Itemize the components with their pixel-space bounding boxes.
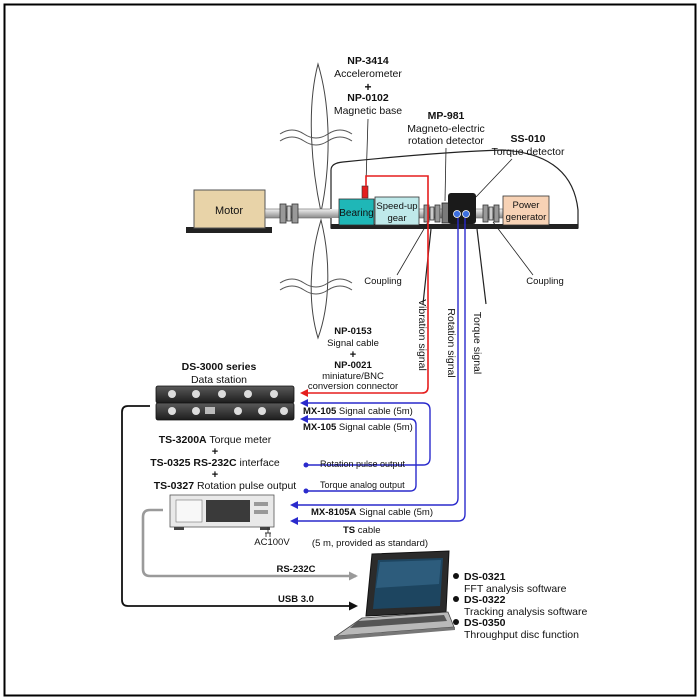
- usb-line: [121, 405, 358, 611]
- coupling-right-icon: [482, 204, 500, 223]
- accel-plus: +: [364, 80, 371, 94]
- mx105-cable-2: [300, 415, 417, 492]
- ss-leader: [475, 158, 513, 198]
- np-plus: +: [350, 349, 356, 361]
- mx105-cable-1: [300, 399, 431, 466]
- accelerometer-icon: [361, 185, 369, 199]
- sw3-bullet: [453, 619, 459, 625]
- torque-port-2: [462, 210, 470, 218]
- motor-base: [186, 227, 272, 233]
- usb-label: USB 3.0: [278, 594, 314, 605]
- mx105-2-label: MX-105 Signal cable (5m): [303, 422, 413, 433]
- torque-signal-label: Torque signal: [471, 312, 483, 374]
- sw3-desc: Throughput disc function: [464, 629, 579, 641]
- ds3000-model: DS-3000 series: [182, 361, 257, 373]
- meter-plus-2: +: [212, 469, 218, 481]
- rotation-signal-label: Rotation signal: [445, 308, 457, 377]
- coupling-left-leader: [396, 221, 429, 276]
- ts0325-label: TS-0325 RS-232C interface: [150, 457, 280, 469]
- mp-leader: [444, 147, 447, 202]
- rotation-signal-line: [290, 218, 459, 509]
- sw1-model: DS-0321: [464, 571, 506, 583]
- mp-model: MP-981: [428, 110, 465, 122]
- mp-desc-1: Magneto-electric: [407, 123, 485, 135]
- gear-label-line2: gear: [387, 213, 406, 224]
- ts0327-label: TS-0327 Rotation pulse output: [154, 480, 297, 492]
- tower-icon: [422, 228, 487, 305]
- ts-cable-desc: (5 m, provided as standard): [312, 538, 428, 549]
- vibration-signal-line: [300, 175, 429, 397]
- sw1-desc: FFT analysis software: [464, 583, 567, 595]
- np0021-model: NP-0021: [334, 360, 372, 371]
- accel-leader: [365, 118, 369, 184]
- gear-box: [374, 196, 420, 226]
- bearing-box: [338, 198, 375, 226]
- mx105-1-label: MX-105 Signal cable (5m): [303, 406, 413, 417]
- sw2-desc: Tracking analysis software: [464, 606, 587, 618]
- base-model: NP-0102: [347, 92, 389, 104]
- accel-desc: Accelerometer: [334, 68, 402, 80]
- propeller-icon: [279, 62, 353, 340]
- accel-model: NP-3414: [347, 55, 389, 67]
- rot-pulse-dot: [303, 462, 309, 468]
- ac-plug-icon: [265, 527, 271, 537]
- sw2-model: DS-0322: [464, 594, 506, 606]
- coupling-middle-icon: [423, 204, 441, 223]
- np0153-desc: Signal cable: [327, 338, 379, 349]
- base-desc: Magnetic base: [334, 105, 402, 117]
- laptop-icon: [334, 550, 455, 640]
- rot-pulse-label: Rotation pulse output: [320, 459, 406, 469]
- coupling-left-label: Coupling: [364, 276, 402, 287]
- ss-desc: Torque detector: [492, 146, 565, 158]
- np0153-model: NP-0153: [334, 326, 372, 337]
- sw1-bullet: [453, 573, 459, 579]
- torque-analog-dot: [303, 488, 309, 494]
- power-label-line2: generator: [506, 212, 547, 223]
- np0021-desc-a: miniature/BNC: [322, 371, 384, 382]
- torque-detector-icon: [448, 193, 476, 224]
- rotation-detector-icon: [441, 202, 450, 224]
- np0021-desc-b: conversion connector: [308, 381, 398, 392]
- inner-shaft: [330, 209, 340, 218]
- ts3200-label: TS-3200A Torque meter: [159, 434, 272, 446]
- vibration-signal-label: Vibration signal: [416, 299, 428, 371]
- mx8105-label: MX-8105A Signal cable (5m): [311, 507, 433, 518]
- power-generator-box: [502, 195, 550, 226]
- rs232c-label: RS-232C: [276, 564, 315, 575]
- coupling-left-icon: [279, 203, 299, 224]
- bearing-label: Bearing: [339, 208, 373, 219]
- nacelle-floor: [331, 224, 578, 229]
- gear-label-line1: Speed-up: [376, 201, 417, 212]
- data-station-icon: [155, 385, 295, 421]
- ss-model: SS-010: [510, 133, 545, 145]
- coupling-right-leader: [492, 221, 534, 276]
- sw2-bullet: [453, 596, 459, 602]
- torque-meter-icon: [169, 494, 275, 530]
- torque-signal-line: [290, 218, 466, 525]
- coupling-right-label: Coupling: [526, 276, 564, 287]
- ts-cable-label: TS cable: [343, 525, 381, 536]
- sw3-model: DS-0350: [464, 617, 506, 629]
- ds3000-desc: Data station: [191, 374, 247, 386]
- mp-desc-2: rotation detector: [408, 135, 484, 147]
- drive-shaft: [264, 208, 338, 219]
- torque-analog-label: Torque analog output: [320, 480, 405, 490]
- power-label-line1: Power: [513, 200, 540, 211]
- motor-label: Motor: [215, 205, 243, 217]
- outer-frame: [3, 3, 697, 697]
- rs232c-line: [141, 508, 358, 581]
- ac-label: AC100V: [254, 537, 290, 548]
- torque-port-1: [453, 210, 461, 218]
- meter-plus-1: +: [212, 446, 218, 458]
